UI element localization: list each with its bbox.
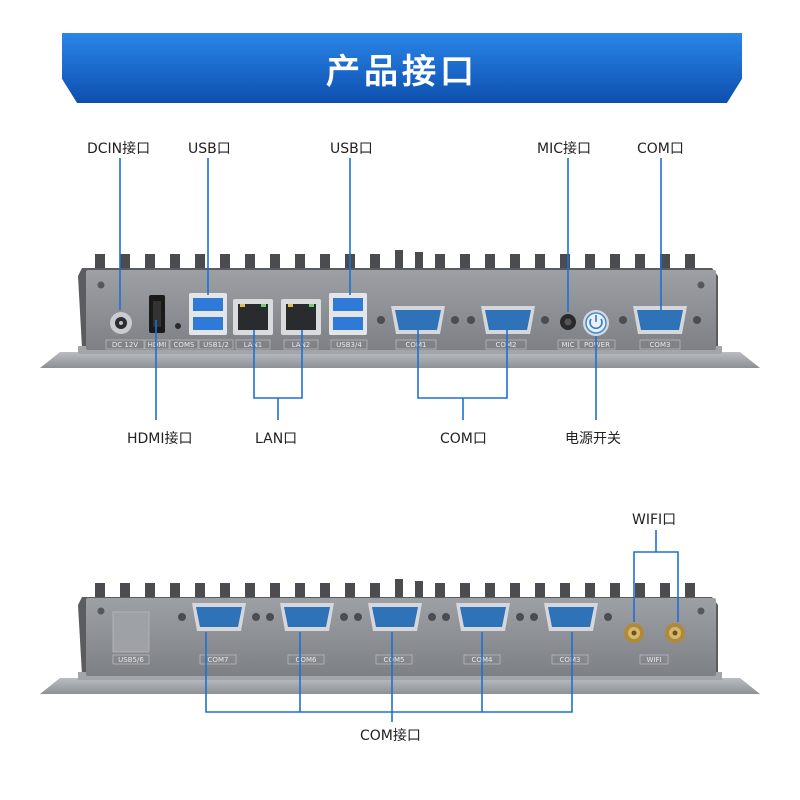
callout-usb-right: USB口 [330,141,373,157]
page-title: 产品接口 [326,51,478,92]
bottom-callout-lines [205,530,679,722]
callout-com-mid: COM口 [440,431,487,447]
port-label-dc: DC 12V [112,341,138,349]
callout-wifi: WIFI口 [632,512,677,528]
bottom-panel: USB5/6 COM7 COM6 COM5 COM4 COM3 WIFI [40,579,760,694]
callout-dcin: DCIN接口 [87,141,151,157]
port-label-hdmi: HDMI [148,341,167,349]
port-label-com3-bottom: COM3 [560,656,581,664]
callout-usb-left: USB口 [188,141,231,157]
callout-hdmi: HDMI接口 [127,431,193,447]
port-label-lan2: LAN2 [292,341,311,349]
callout-com-bottom: COM接口 [360,728,421,744]
port-label-com6: COM6 [296,656,317,664]
port-label-coms: COMS [174,341,195,349]
callout-power: 电源开关 [565,431,621,447]
top-panel: DC 12V HDMI COMS USB1/2 LAN1 LAN2 USB3/4… [40,250,760,368]
port-label-usb34: USB3/4 [336,341,362,349]
callout-lan: LAN口 [255,431,298,447]
top-callout-lines [119,158,662,420]
port-label-power: POWER [584,341,610,349]
callout-com-right: COM口 [637,141,684,157]
port-label-mic: MIC [562,341,575,349]
port-label-com7: COM7 [208,656,229,664]
port-label-com1: COM1 [406,341,427,349]
port-label-com2: COM2 [496,341,517,349]
port-label-lan1: LAN1 [244,341,263,349]
title-banner [62,33,742,103]
port-label-com3: COM3 [650,341,671,349]
port-label-usb56: USB5/6 [118,656,144,664]
callout-mic: MIC接口 [537,141,591,157]
port-label-com5: COM5 [384,656,405,664]
port-label-wifi: WIFI [646,656,661,664]
port-label-usb12: USB1/2 [203,341,229,349]
